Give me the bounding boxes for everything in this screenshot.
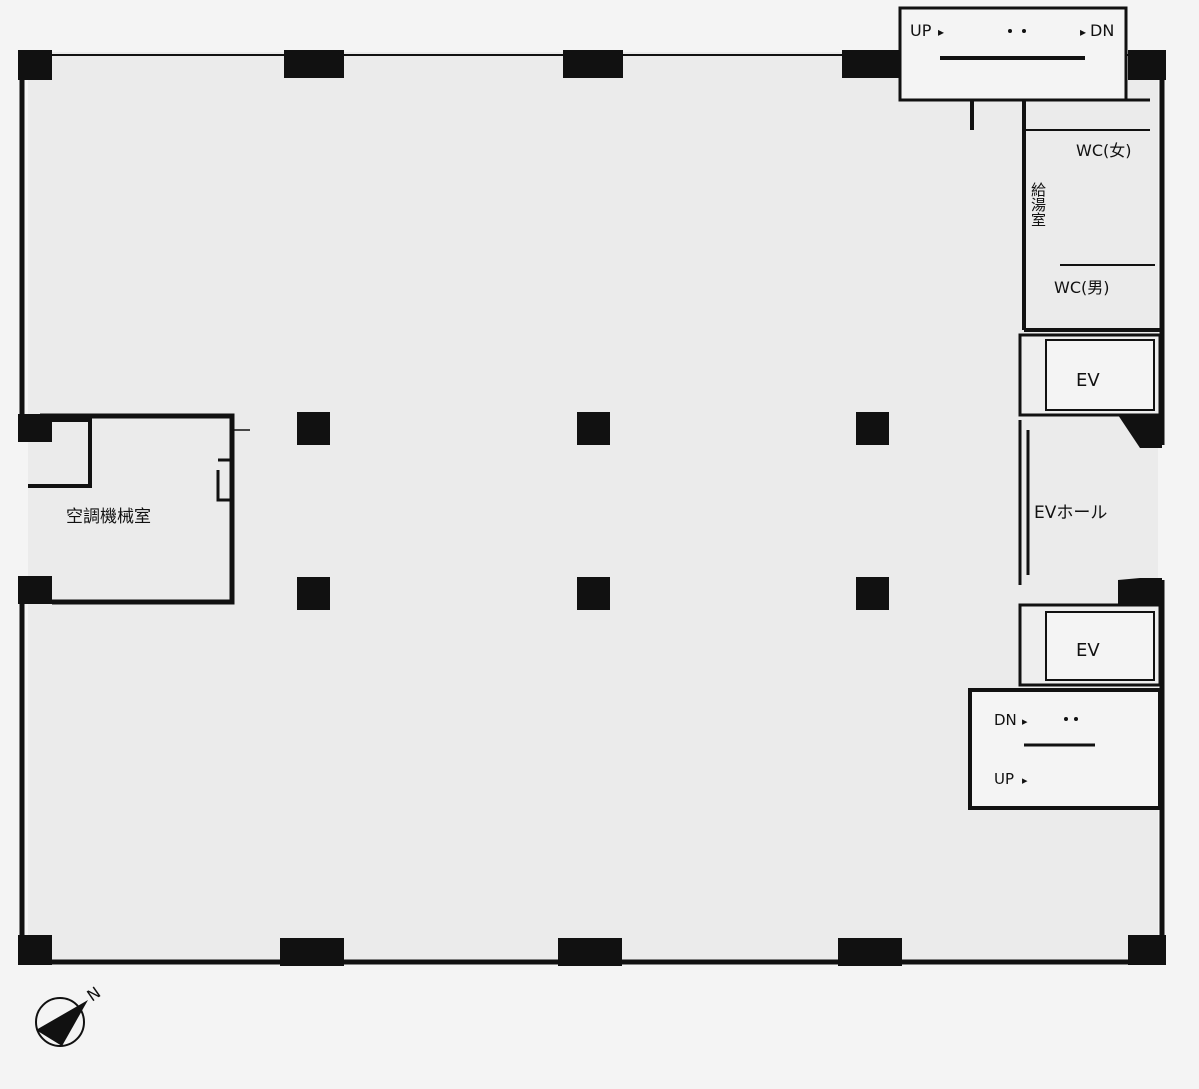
- column: [856, 412, 889, 445]
- stair-bottom-up-label: UP: [994, 770, 1014, 788]
- column: [18, 50, 52, 80]
- column: [1128, 935, 1166, 965]
- perimeter-columns: [18, 50, 1166, 966]
- column: [558, 938, 622, 966]
- stair-bottom: DN ▸ UP ▸: [968, 688, 1162, 810]
- column: [1128, 50, 1166, 80]
- office-floor: [28, 52, 1158, 962]
- column: [856, 577, 889, 610]
- column: [280, 938, 344, 966]
- north-arrow-icon: N: [35, 983, 104, 1047]
- column: [18, 935, 52, 965]
- arrow-icon: ▸: [938, 25, 944, 39]
- stair-bottom-dn-label: DN: [994, 711, 1017, 729]
- column: [577, 412, 610, 445]
- column: [297, 577, 330, 610]
- column: [297, 412, 330, 445]
- column: [563, 50, 623, 78]
- column: [18, 576, 52, 604]
- elevator-core: [1018, 333, 1162, 687]
- stair-top-dn-label: DN: [1090, 21, 1114, 40]
- column: [284, 50, 344, 78]
- arrow-icon: ▸: [1022, 774, 1028, 787]
- ev-upper-label: EV: [1076, 370, 1100, 391]
- arrow-icon: ▸: [1022, 715, 1028, 728]
- wc-female-label: WC(女): [1076, 141, 1131, 160]
- stair-top: UP ▸ ▸ DN: [898, 6, 1150, 130]
- ev-lower-label: EV: [1076, 640, 1100, 661]
- interior-columns: [297, 412, 889, 610]
- stair-top-up-label: UP: [910, 21, 932, 40]
- column: [838, 938, 902, 966]
- ac-machine-room: [28, 413, 250, 605]
- service-core: [1022, 129, 1160, 332]
- arrow-icon: ▸: [1080, 25, 1086, 39]
- wc-male-label: WC(男): [1054, 278, 1109, 297]
- ac-machine-room-label: 空調機械室: [66, 507, 151, 527]
- kitchenette-label: 給湯室: [1029, 182, 1047, 227]
- column: [842, 50, 900, 78]
- ev-hall-label: EVホール: [1034, 503, 1107, 523]
- column: [577, 577, 610, 610]
